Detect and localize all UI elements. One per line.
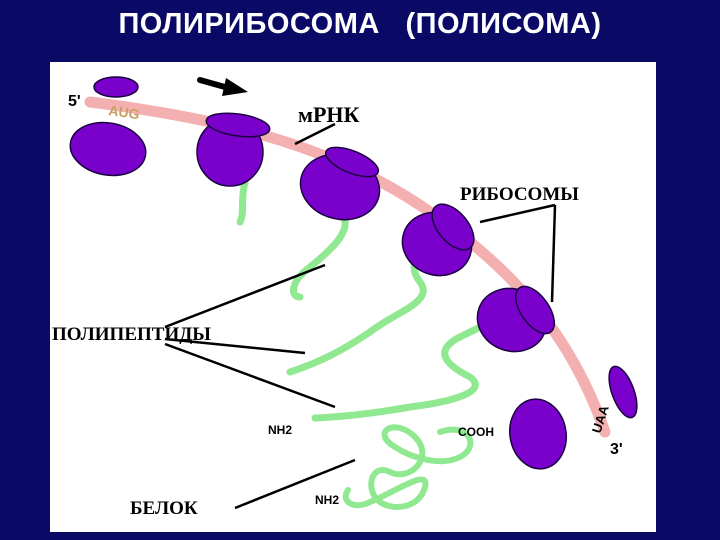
start-codon-label: AUG [108, 102, 141, 122]
ribosome-1 [196, 112, 271, 187]
mrna-label: мРНК [298, 102, 360, 127]
ribosome-2 [299, 146, 381, 221]
polysome-diagram: 5' AUG мРНК РИБОСОМЫ ПОЛИПЕПТИДЫ NH2 COO… [52, 76, 638, 519]
protein-pointer [234, 458, 356, 510]
three-prime-label: 3' [610, 441, 623, 458]
ribosomes-pointer-1 [479, 203, 556, 224]
slide-title: ПОЛИРИБОСОМА (ПОЛИСОМА) [118, 8, 602, 40]
free-small-subunit-2 [608, 365, 638, 419]
polypeptides-label: ПОЛИПЕПТИДЫ [52, 324, 211, 345]
free-large-subunit-2 [509, 398, 567, 470]
ribosomes-pointer-2 [550, 204, 557, 303]
nh2-upper-label: NH2 [268, 423, 292, 437]
free-large-subunit [69, 121, 147, 177]
mrna-strand [84, 96, 611, 438]
cooh-label: COOH [458, 425, 494, 439]
free-small-subunit [93, 76, 139, 98]
polypeptides-pointer-3 [164, 342, 336, 409]
diagram-panel: 5' AUG мРНК РИБОСОМЫ ПОЛИПЕПТИДЫ NH2 COO… [50, 62, 656, 532]
polypeptides-pointer-2 [164, 337, 306, 355]
folded-protein [342, 424, 474, 510]
ribosomes-label: РИБОСОМЫ [460, 184, 579, 205]
protein-label: БЕЛОК [130, 498, 198, 519]
mrna-pointer [294, 122, 336, 146]
arrow-right-icon [197, 77, 248, 96]
nh2-lower-label: NH2 [315, 493, 339, 507]
five-prime-label: 5' [68, 93, 81, 110]
polypeptides-pointer-1 [164, 263, 326, 329]
ribosome-4 [476, 285, 556, 353]
polypeptide-4 [311, 306, 529, 422]
ribosome-3 [401, 203, 475, 277]
